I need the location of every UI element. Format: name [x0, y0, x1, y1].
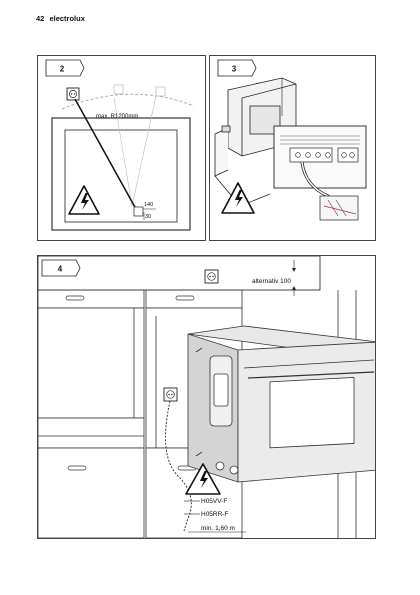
oven-appliance: [187, 325, 375, 483]
figure-4-panel: 4 alternativ 100: [37, 255, 376, 539]
electrical-warning-icon: [185, 463, 221, 495]
wall-socket-icon: [204, 269, 219, 284]
figure-3-panel: 3: [209, 55, 376, 241]
step-number-3: 3: [232, 65, 237, 74]
figure-2-panel: 2 max. R1200mm 140 30: [37, 55, 206, 241]
cable-type-2-label: H05RR-F: [201, 511, 228, 518]
cable-line: [74, 98, 137, 210]
socket-alt-2-icon: [155, 86, 166, 97]
dim-30-label: 30: [145, 214, 151, 220]
page-number: 42: [36, 14, 45, 23]
top-shelf: [38, 256, 321, 291]
cable-clamp-detail: [319, 195, 359, 221]
cable-type-1-label: H05VV-F: [201, 498, 227, 505]
radius-label: max. R1200mm: [96, 114, 138, 120]
brand-name: electrolux: [49, 14, 85, 23]
electrical-warning-icon: [221, 182, 255, 214]
step-badge-3: 3: [217, 59, 257, 77]
cable-length-label: min. 1,60 m: [201, 525, 235, 532]
step-badge-4: 4: [41, 259, 81, 277]
terminal-block: [289, 147, 359, 163]
step-number-4: 4: [58, 265, 63, 274]
wall-socket-icon: [66, 87, 80, 101]
alternative-label: alternativ 100: [252, 278, 291, 285]
electrical-warning-icon: [68, 185, 100, 215]
connection-box: [133, 206, 144, 217]
lower-socket-icon: [163, 387, 178, 402]
radius-arc: [61, 93, 195, 110]
socket-alt-1-icon: [113, 84, 124, 95]
dim-140-label: 140: [144, 202, 153, 208]
step-badge-2: 2: [45, 59, 85, 77]
mains-cable: [165, 400, 192, 532]
step-number-2: 2: [60, 65, 65, 74]
page-header: 42 electrolux: [36, 14, 85, 23]
